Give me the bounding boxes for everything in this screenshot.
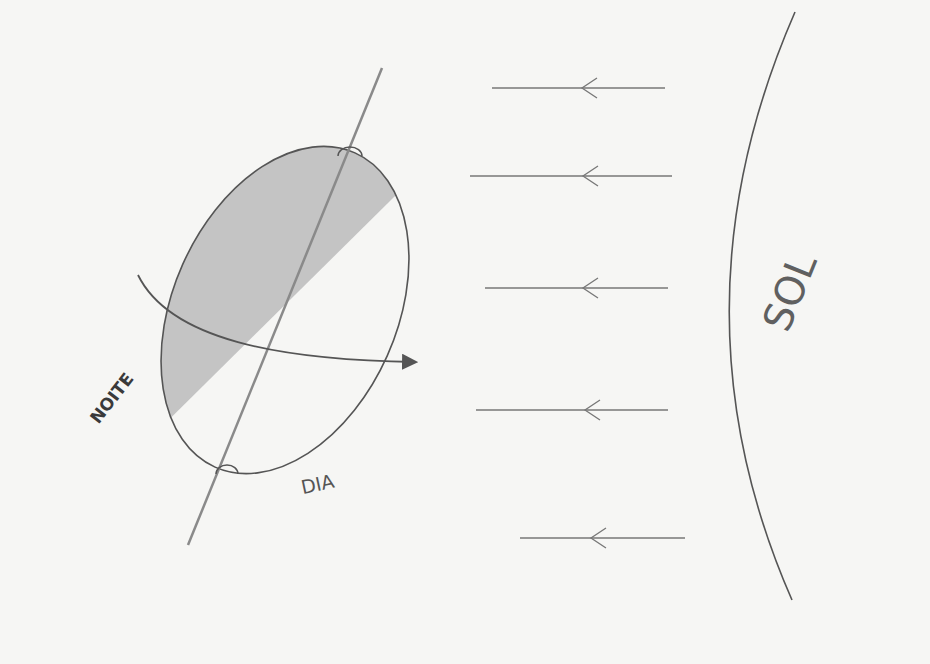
pole-mark xyxy=(338,147,362,156)
night-label: NOITE xyxy=(87,370,136,426)
night-shading xyxy=(113,107,458,512)
sun-rays xyxy=(470,78,685,548)
day-label: DIA xyxy=(300,471,336,496)
pole-mark xyxy=(216,465,238,474)
rotation-arrow xyxy=(138,275,415,362)
earth-axis xyxy=(188,68,382,545)
sun-label: SOL xyxy=(757,248,824,336)
earth-outline xyxy=(113,107,458,512)
